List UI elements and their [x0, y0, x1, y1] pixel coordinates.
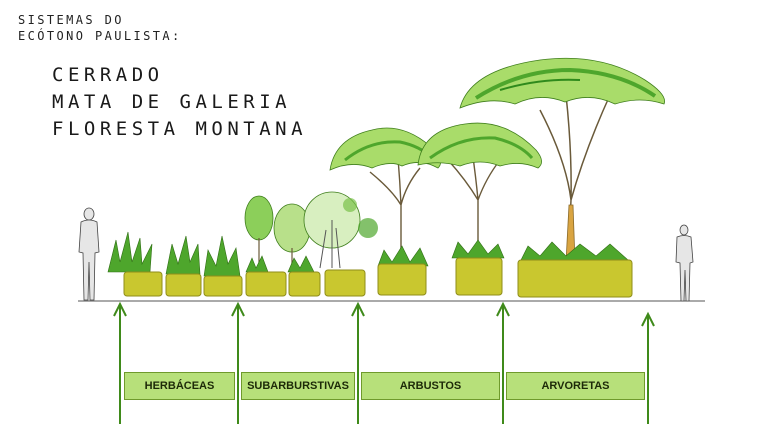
arrow-4	[496, 301, 510, 424]
tree-trunks	[369, 149, 501, 258]
tree-canopy-medium	[417, 122, 542, 169]
human-figure-right	[675, 224, 694, 302]
planter-9	[517, 259, 633, 298]
heading-line-2: ECÓTONO PAULISTA:	[18, 29, 182, 43]
arrow-5	[641, 311, 655, 424]
tall-tree-trunk	[539, 94, 611, 263]
heading-line-1: SISTEMAS DO	[18, 13, 124, 27]
growth-arrows	[113, 301, 655, 424]
shrub-group	[244, 191, 378, 269]
system-mata-de-galeria: MATA DE GALERIA	[52, 91, 292, 113]
herb-tufts	[107, 231, 629, 277]
system-floresta-montana: FLORESTA MONTANA	[52, 118, 308, 140]
systems-list: CERRADO MATA DE GALERIA FLORESTA MONTANA	[52, 62, 307, 143]
category-arbustos: ARBUSTOS	[361, 372, 500, 400]
heading: SISTEMAS DO ECÓTONO PAULISTA:	[18, 12, 182, 44]
human-figure-left	[78, 207, 100, 301]
planter-1	[123, 271, 163, 297]
planter-5	[288, 271, 321, 297]
arrow-2	[231, 301, 245, 424]
planter-7	[377, 263, 427, 296]
planter-8	[455, 257, 503, 296]
category-herbaceas: HERBÁCEAS	[124, 372, 235, 400]
tree-canopy-large	[459, 57, 665, 109]
category-arvoretas: ARVORETAS	[506, 372, 645, 400]
planter-4	[245, 271, 287, 297]
arrow-1	[113, 301, 127, 424]
planter-2	[165, 273, 202, 297]
planter-6	[324, 269, 366, 297]
planter-3	[203, 275, 243, 297]
category-subarburstivas: SUBARBURSTIVAS	[241, 372, 355, 400]
arrow-3	[351, 301, 365, 424]
planter-boxes	[123, 257, 633, 298]
system-cerrado: CERRADO	[52, 64, 164, 86]
